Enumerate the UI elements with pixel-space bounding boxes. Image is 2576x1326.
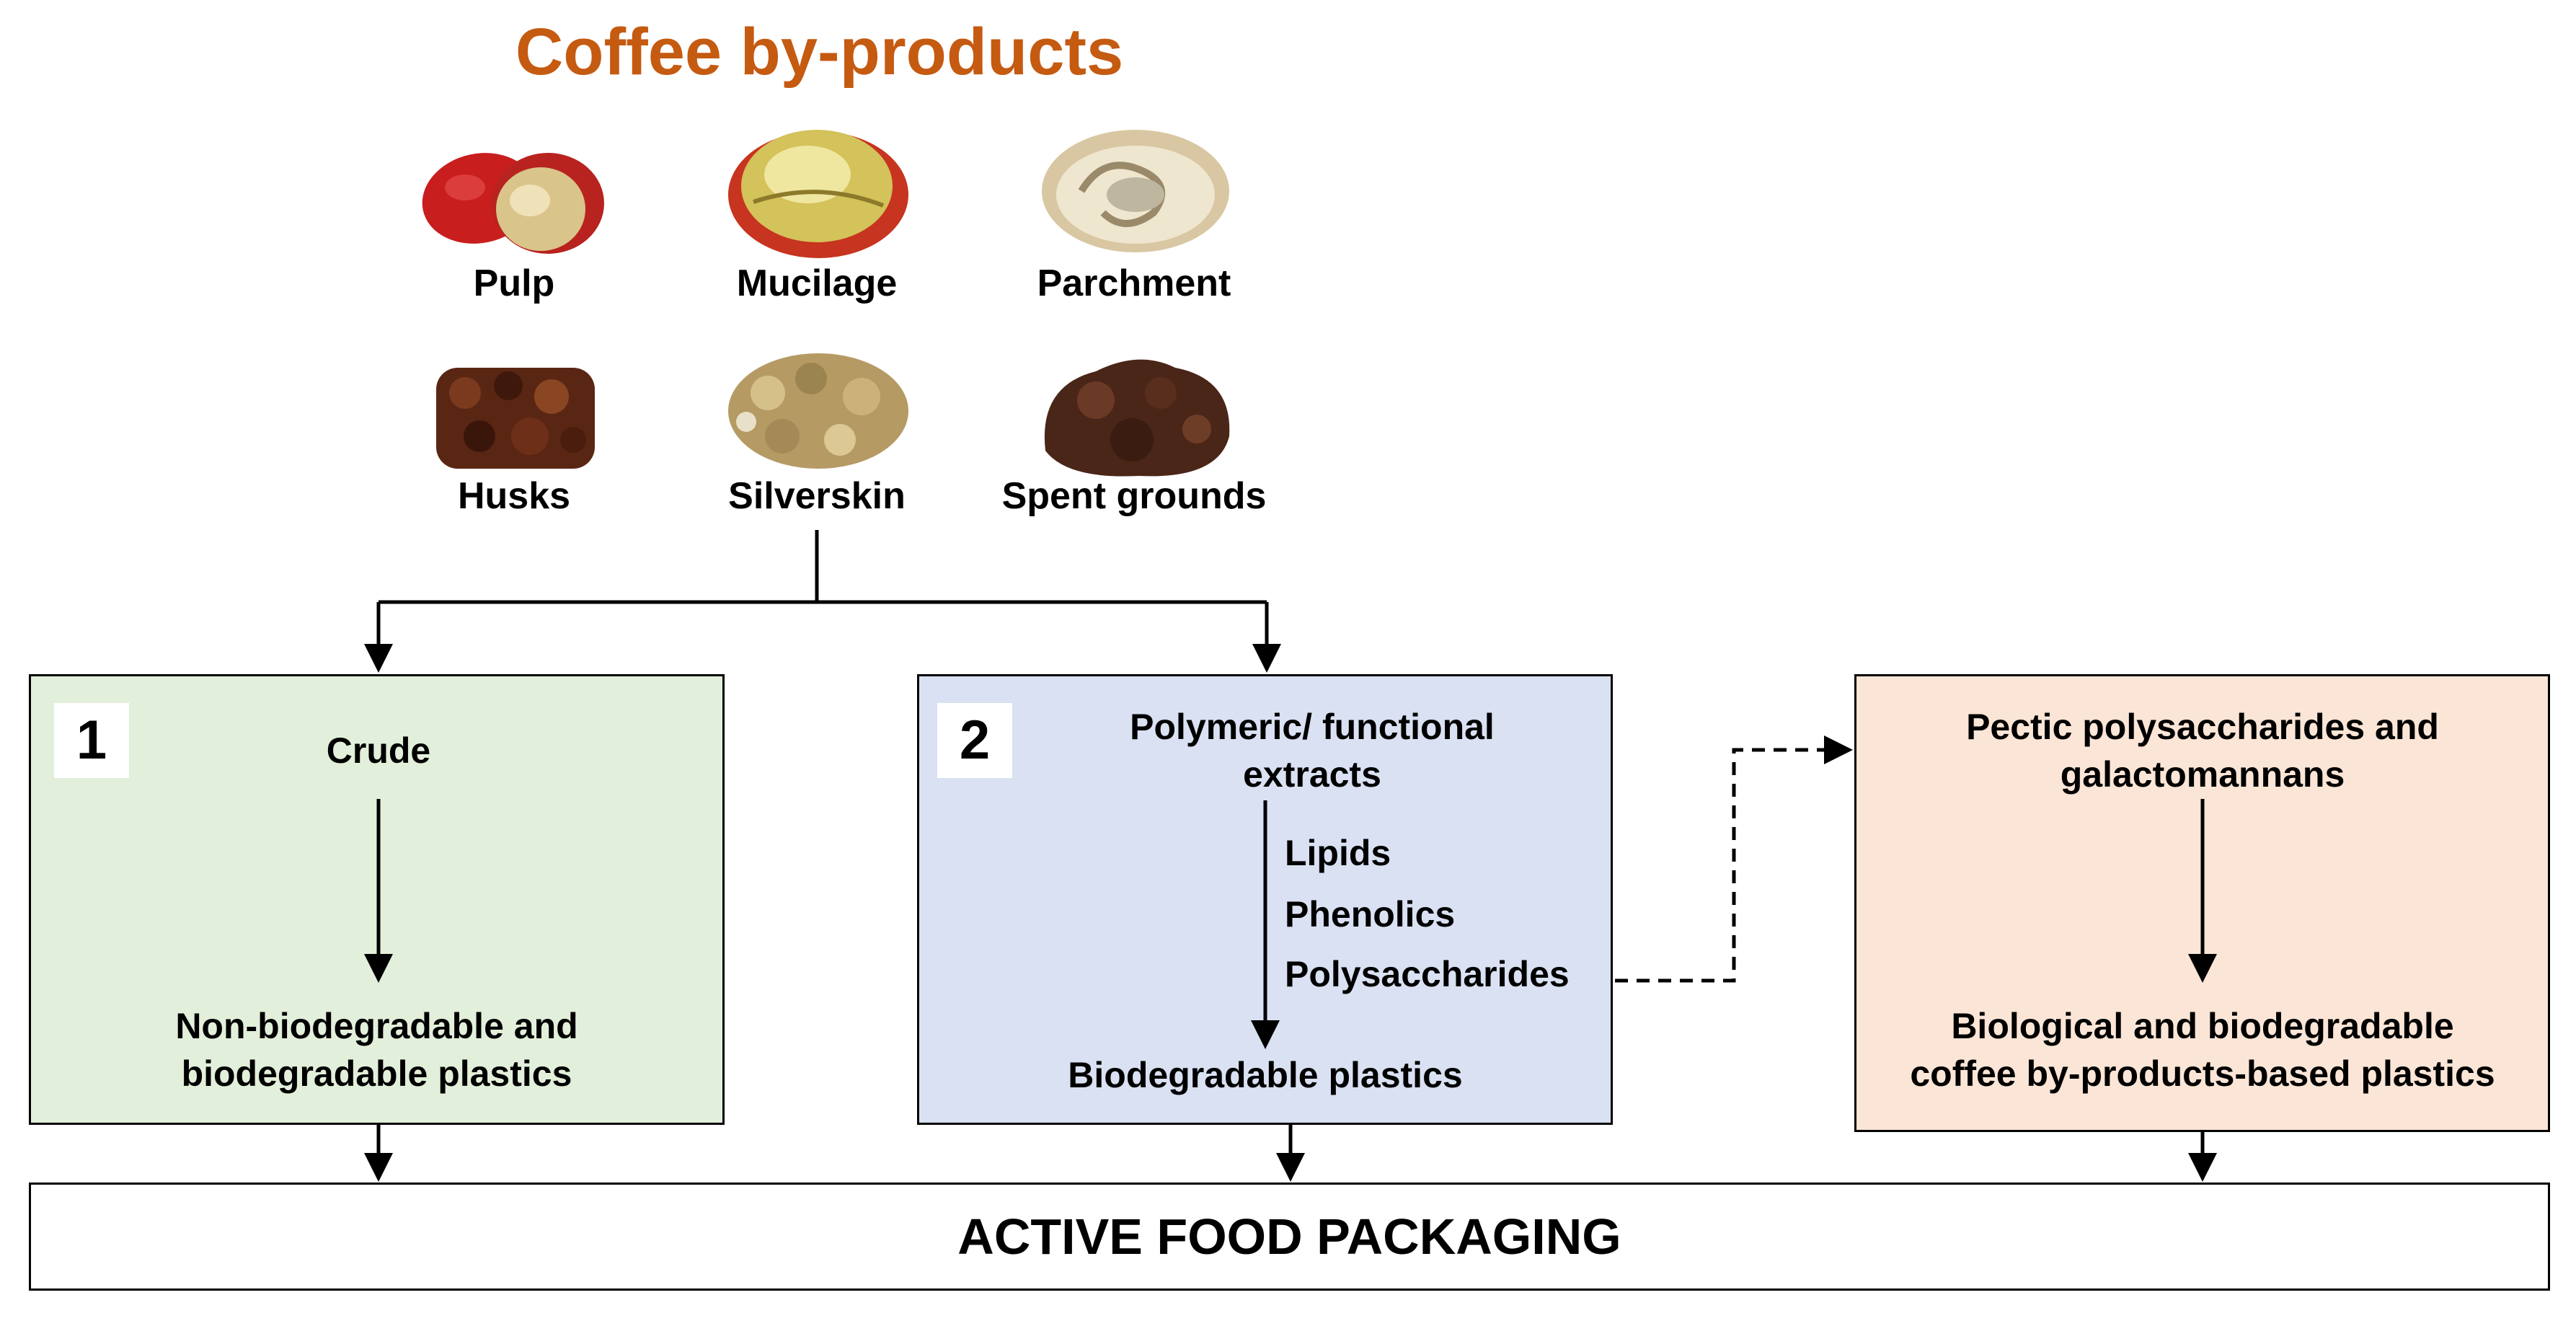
box2-top-line1: Polymeric/ functional [1130,707,1495,747]
final-label: ACTIVE FOOD PACKAGING [957,1208,1621,1265]
spent-grounds-image [1044,359,1230,477]
box-active-food-packaging: ACTIVE FOOD PACKAGING [29,1183,2550,1291]
box1-bottom-line1: Non-biodegradable and [175,1006,578,1046]
box2-top-line2: extracts [1243,754,1381,795]
box1-top-text: Crude [326,730,431,771]
byproduct-label-parchment: Parchment [1037,262,1231,304]
box2-item-polysaccharides: Polysaccharides [1285,954,1570,994]
box3-top-line2: galactomannans [2060,754,2345,795]
box2-number: 2 [937,703,1012,778]
box1-number: 1 [54,703,129,778]
mucilage-image [728,130,908,258]
byproduct-label-silverskin: Silverskin [728,475,906,517]
byproduct-label-pulp: Pulp [473,262,555,304]
diagram-title: Coffee by-products [515,15,1124,89]
box2-bottom-text: Biodegradable plastics [1068,1055,1463,1095]
box3-top-line1: Pectic polysaccharides and [1966,707,2439,747]
box3-bottom-line2: coffee by-products-based plastics [1910,1053,2495,1094]
box2-item-lipids: Lipids [1285,833,1391,873]
box3-bottom-line1: Biological and biodegradable [1951,1006,2454,1046]
byproduct-label-husks: Husks [457,475,571,517]
byproduct-label-mucilage: Mucilage [736,262,898,304]
box1-bottom-line2: biodegradable plastics [181,1053,572,1094]
box2-item-phenolics: Phenolics [1285,894,1456,934]
byproduct-label-spent-grounds: Spent grounds [1001,475,1267,517]
dashed-arrow-polysaccharides-to-pectic [1615,735,1853,983]
parchment-image [1042,130,1229,252]
silverskin-image [728,353,908,469]
husks-image [436,368,595,469]
pulp-image [422,153,604,254]
